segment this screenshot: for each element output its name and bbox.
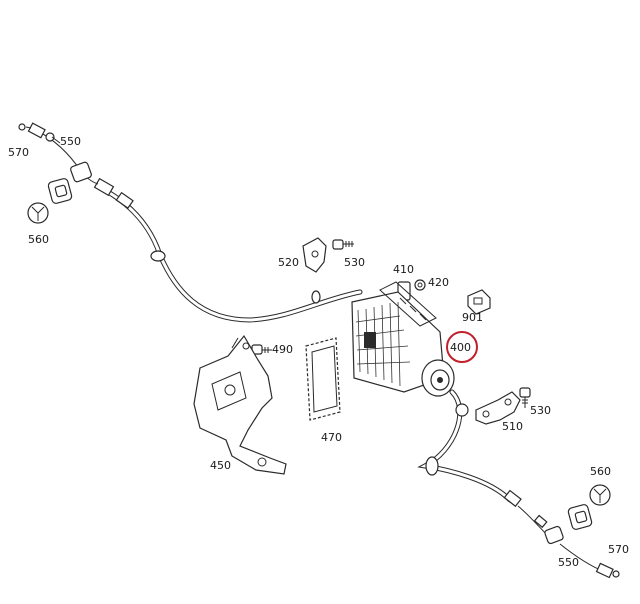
bracket-510[interactable] <box>475 391 521 425</box>
label-570-upper: 570 <box>8 146 29 159</box>
label-570-lower: 570 <box>608 543 629 556</box>
bolt-530-lower[interactable] <box>519 387 531 408</box>
rear-cable-assembly[interactable] <box>417 389 620 579</box>
washer-420[interactable] <box>414 279 426 291</box>
label-550-upper: 550 <box>60 135 81 148</box>
label-420: 420 <box>428 276 449 289</box>
damping-pad-470[interactable] <box>305 337 341 421</box>
label-550-lower: 550 <box>558 556 579 569</box>
label-510: 510 <box>502 420 523 433</box>
label-410: 410 <box>393 263 414 276</box>
label-530-upper: 530 <box>344 256 365 269</box>
label-520: 520 <box>278 256 299 269</box>
holder-bracket-450[interactable] <box>193 334 287 475</box>
label-400: 400 <box>450 341 471 354</box>
label-470: 470 <box>321 431 342 444</box>
label-490: 490 <box>272 343 293 356</box>
label-450: 450 <box>210 459 231 472</box>
label-560-lower: 560 <box>590 465 611 478</box>
highlight-circle-400 <box>446 331 478 363</box>
mount-bracket-520[interactable] <box>302 237 327 273</box>
front-cable-assembly[interactable] <box>18 122 363 323</box>
label-530-lower: 530 <box>530 404 551 417</box>
label-901: 901 <box>462 311 483 324</box>
parking-brake-actuator-400[interactable] <box>351 281 455 397</box>
bolt-490[interactable] <box>251 344 272 355</box>
connector-901[interactable] <box>467 289 491 315</box>
bolt-530-upper[interactable] <box>332 239 354 250</box>
label-560-upper: 560 <box>28 233 49 246</box>
